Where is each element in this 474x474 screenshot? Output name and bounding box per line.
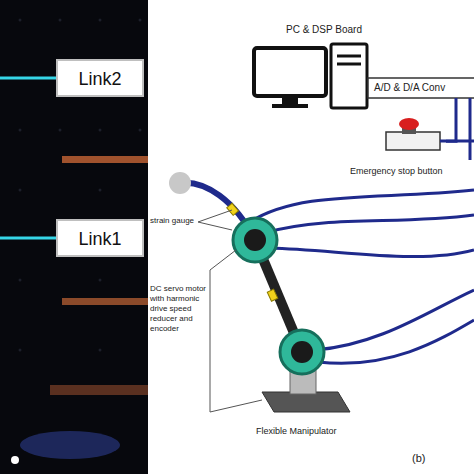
link-label-box: Link1 bbox=[56, 219, 144, 257]
node-text: Link1 bbox=[58, 229, 142, 250]
computer-icon bbox=[254, 44, 367, 108]
link-label-box: Link2 bbox=[56, 59, 144, 97]
link-bar bbox=[62, 156, 148, 163]
part-label: strain gauge bbox=[150, 216, 210, 226]
estop-symbol bbox=[386, 118, 440, 150]
part-label: Flexible Manipulator bbox=[256, 426, 376, 437]
link-bar bbox=[50, 385, 148, 395]
node-text: Link2 bbox=[58, 69, 142, 90]
node-text: PC & DSP Board bbox=[286, 24, 368, 35]
link-bar bbox=[62, 298, 148, 305]
node-text: Emergency stop button bbox=[350, 166, 443, 176]
computer-node: PC & DSP Board bbox=[252, 24, 368, 110]
converter-box bbox=[368, 78, 474, 98]
panel-letter: (b) bbox=[412, 452, 452, 466]
leader-lines bbox=[198, 210, 262, 412]
node-text: A/D & D/A Conv bbox=[374, 82, 474, 93]
photo-glow bbox=[20, 431, 120, 459]
photo-light bbox=[11, 456, 19, 464]
converter-node: A/D & D/A Conv bbox=[368, 78, 474, 98]
leader-line bbox=[0, 237, 56, 240]
estop-node: Emergency stop button bbox=[350, 118, 446, 176]
photo-background bbox=[0, 0, 148, 474]
cable-connector bbox=[446, 98, 456, 141]
signal-wires bbox=[250, 98, 474, 363]
part-label: DC servo motor with harmonic drive speed… bbox=[150, 284, 208, 334]
leader-line bbox=[0, 77, 56, 80]
